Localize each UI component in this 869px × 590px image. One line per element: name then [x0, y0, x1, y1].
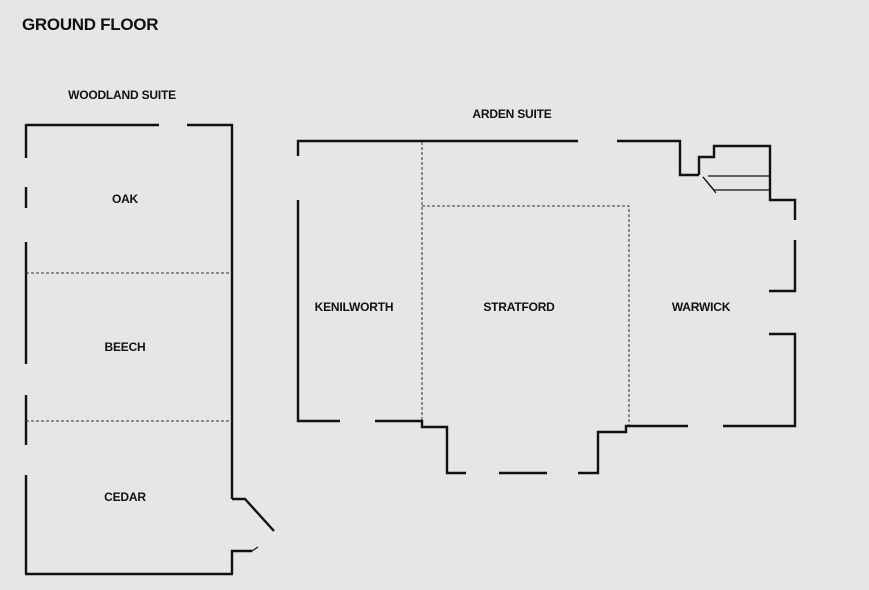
- room-label-kenilworth: KENILWORTH: [314, 300, 394, 314]
- arden-suite-outline: [296, 139, 797, 475]
- arden-room-dividers: [421, 142, 630, 426]
- floor-title: GROUND FLOOR: [22, 15, 159, 34]
- woodland-suite-outline: [24, 123, 275, 576]
- room-label-oak: OAK: [111, 192, 139, 206]
- room-label-cedar: CEDAR: [104, 490, 146, 504]
- woodland-suite-label: WOODLAND SUITE: [68, 88, 176, 102]
- room-label-beech: BEECH: [104, 340, 146, 354]
- room-label-warwick: WARWICK: [671, 300, 731, 314]
- stratford-boundary: [422, 205, 630, 426]
- room-label-stratford: STRATFORD: [483, 300, 555, 314]
- arden-suite-label: ARDEN SUITE: [472, 107, 552, 121]
- woodland-room-dividers: [26, 272, 232, 422]
